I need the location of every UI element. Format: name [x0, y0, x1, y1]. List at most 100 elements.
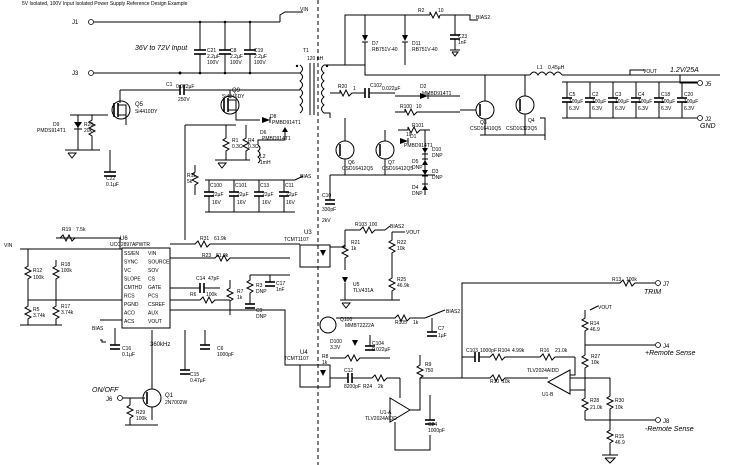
r30-value: 10k: [615, 405, 624, 411]
bias-capacitors: C100 22µF 16V C101 22µF 16V C13 22µF 16V…: [204, 180, 298, 212]
net-bias2-2: BIAS2: [390, 224, 404, 230]
q5-part: Si4410DY: [135, 109, 158, 115]
c100-label: C100: [210, 183, 222, 189]
c16-value: 0.1µF: [122, 352, 135, 358]
d4-value: DNP: [412, 191, 423, 197]
r12-label: R12: [33, 268, 42, 274]
r6-value: 100k: [206, 292, 217, 298]
c20-value: 100µF: [684, 99, 698, 105]
d3-label: D3: [432, 169, 439, 175]
c22-label: C22: [106, 176, 115, 182]
jack-j7[interactable]: [655, 280, 661, 286]
c13-rating: 16V: [262, 200, 272, 206]
r20-label: R20: [338, 84, 347, 90]
r13-value: 100k: [626, 277, 637, 283]
r104-value: 4.99k: [512, 348, 525, 354]
c2-label: C2: [592, 92, 599, 98]
q3-part: CSD16410Q5: [470, 126, 501, 132]
d100-value: 3.3V: [330, 345, 341, 351]
c103-value: 1000pF: [480, 348, 497, 354]
u4-part: TCMT1107: [284, 356, 309, 362]
d3-value: DNP: [432, 175, 443, 181]
jack-j2-label: J2: [705, 117, 712, 123]
u6-left-pin-3: SLOPE: [124, 277, 141, 283]
r2-label: R2: [418, 8, 425, 14]
r22-value: 10k: [397, 246, 406, 252]
l2-value: 1mH: [260, 160, 271, 166]
u6-right-pin-1: SOURCE: [148, 260, 170, 266]
c19-label: C19: [254, 48, 263, 54]
c9-label: C9: [256, 308, 263, 314]
net-bias-2: BIAS: [92, 326, 104, 332]
c2-value: 100µF: [592, 99, 606, 105]
d9-label: D9: [53, 122, 60, 128]
output-capacitors: C5 100µF 6.3V C2 100µF 6.3V C3 100µF 6.3…: [562, 82, 698, 118]
c23-label: C23: [458, 34, 467, 40]
c11-rating: 16V: [286, 200, 296, 206]
d10-label: D10: [432, 147, 441, 153]
c11-value: 22µF: [286, 192, 298, 198]
jack-j6[interactable]: [117, 395, 123, 401]
trim-label: TRIM: [644, 289, 661, 296]
r15-value: 46.9: [615, 440, 625, 446]
c3-label: C3: [615, 92, 622, 98]
r21-value: 1k: [351, 246, 357, 252]
c21-label: C21: [207, 48, 216, 54]
l2-label: L2: [260, 154, 266, 160]
c24-label: C24: [428, 422, 437, 428]
net-bias2-top: BIAS2: [476, 15, 490, 21]
r9-value: 750: [425, 368, 434, 374]
q1-label: Q1: [165, 393, 174, 399]
c6-value: 1000pF: [217, 352, 234, 358]
d2-part: MMBD914T1: [422, 91, 452, 97]
u1b-opamp: [546, 369, 571, 395]
d4-label: D4: [412, 185, 419, 191]
jack-j3[interactable]: [88, 70, 94, 76]
q4-label: Q4: [528, 118, 535, 124]
c20-label: C20: [684, 92, 693, 98]
transistor-q5: Q5 Si4410DY: [111, 90, 158, 125]
r19-label: R19: [62, 227, 71, 233]
c1-label: C1: [166, 82, 173, 88]
u6-left-pin-8: ACS: [124, 319, 135, 325]
r12-value: 100k: [33, 275, 44, 281]
jack-j1[interactable]: [88, 19, 94, 25]
r17-value: 3.74k: [61, 310, 74, 316]
frequency-label: 360kHz: [150, 342, 170, 348]
c103-label: C103: [466, 348, 478, 354]
c21-value: 2.2µF: [207, 54, 220, 60]
jack-j7-label: J7: [663, 282, 670, 288]
c16-label: C16: [122, 346, 131, 352]
q6-part: CSD16412Q5: [342, 166, 373, 172]
c8-label: C8: [230, 48, 237, 54]
c13-label: C13: [260, 183, 269, 189]
u1a-opamp: [389, 397, 411, 423]
c12-label: C12: [344, 368, 353, 374]
r18-label: R18: [61, 262, 70, 268]
u6-left-pin-6: PGND: [124, 302, 139, 308]
c15-label: C15: [190, 372, 199, 378]
jack-j8[interactable]: [655, 417, 661, 423]
transistor-q4: Q4 CSD16323Q5: [506, 75, 537, 135]
jack-j5[interactable]: [697, 80, 703, 86]
u4-label: U4: [300, 350, 308, 356]
r27-value: 10k: [591, 360, 600, 366]
secondary-section: R2 10 BIAS2 D7 RB751V-40 D11 RB751V-40 C…: [322, 8, 720, 224]
d9-part: PMDS914T1: [37, 128, 66, 134]
u6-right-pin-6: CSREF: [148, 302, 165, 308]
d6-label: D6: [260, 130, 267, 136]
jack-j2[interactable]: [697, 115, 703, 121]
c5-rating: 6.3V: [569, 106, 580, 112]
jack-j4[interactable]: [655, 342, 661, 348]
r28-value: 21.0k: [590, 405, 603, 411]
r5-value: 3.74k: [33, 313, 46, 319]
q100-label: Q100: [340, 317, 352, 323]
d2-label: D2: [420, 84, 427, 90]
c5-value: 100µF: [569, 99, 583, 105]
c10-rating: 2kV: [322, 218, 331, 224]
input-range-label: 36V to 72V Input: [135, 45, 188, 52]
c11-label: C11: [285, 183, 294, 189]
r15-label: R15: [615, 434, 624, 440]
c20-rating: 6.3V: [684, 106, 695, 112]
r23-value: 61.9k: [216, 253, 229, 259]
